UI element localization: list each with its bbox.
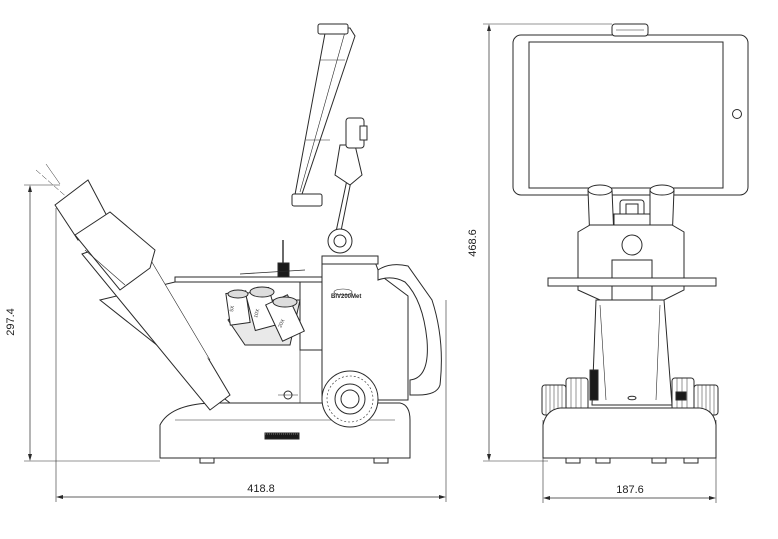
objective-label-2: 10X	[253, 308, 261, 319]
side-stage	[174, 276, 326, 283]
front-width-label: 187.6	[616, 484, 644, 496]
front-column	[589, 299, 673, 406]
side-width-label: 418.8	[247, 483, 275, 495]
side-eyepiece-tube	[54, 179, 231, 411]
model-name-label: BIV200Met	[331, 294, 361, 300]
front-focus-knob-right	[671, 377, 719, 416]
side-tablet-arm	[327, 117, 368, 254]
side-handle	[377, 264, 442, 396]
front-tablet	[512, 23, 749, 196]
side-switch	[278, 390, 298, 400]
side-view: 297.4 418.8	[5, 23, 447, 502]
side-height-label: 297.4	[5, 308, 17, 336]
front-width-dimension: 187.6	[542, 420, 717, 503]
side-width-dimension: 418.8	[55, 208, 447, 502]
front-base	[542, 407, 717, 464]
front-view: 468.6 187.6	[467, 23, 749, 503]
front-height-label: 468.6	[467, 229, 479, 257]
side-column: BIV200Met	[321, 255, 409, 401]
front-height-dimension: 468.6	[467, 23, 612, 462]
objective-label-1: 5X	[229, 305, 236, 313]
side-focus-knob	[321, 370, 379, 428]
front-head	[577, 224, 685, 301]
objective-labels: 5X 10X 20X	[229, 305, 287, 329]
side-height-dimension: 297.4	[5, 184, 160, 462]
objective-label-3: 20X	[277, 318, 286, 329]
side-tablet	[291, 23, 356, 207]
side-stage-clip	[239, 240, 306, 278]
front-stage	[547, 277, 717, 287]
side-objectives	[225, 286, 305, 346]
